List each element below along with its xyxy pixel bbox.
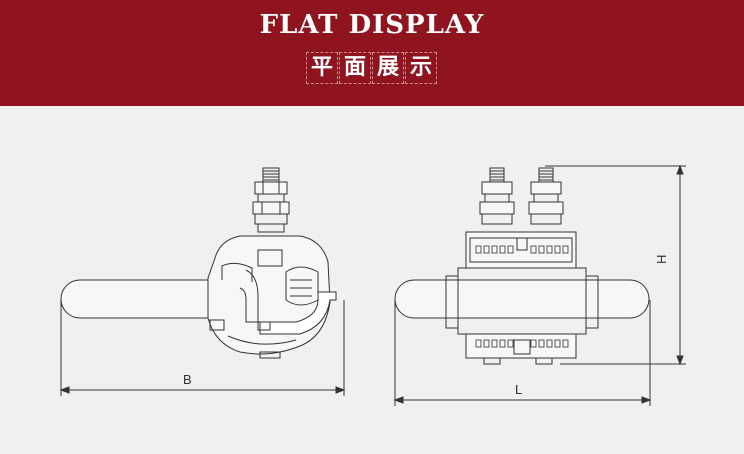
side-view-connector <box>60 167 337 359</box>
subtitle-char-1: 平 <box>306 52 338 84</box>
page-title: FLAT DISPLAY <box>259 10 485 40</box>
dimension-b <box>59 300 346 396</box>
subtitle-char-4: 示 <box>405 52 437 84</box>
dimension-h <box>545 164 686 366</box>
technical-drawing: B <box>59 164 686 406</box>
header-banner: FLAT DISPLAY 平 面 展 示 <box>0 0 744 106</box>
subtitle-char-3: 展 <box>372 52 404 84</box>
dimension-l <box>393 300 652 406</box>
subtitle-char-2: 面 <box>339 52 371 84</box>
front-view-connector <box>394 167 650 365</box>
page-subtitle: 平 面 展 示 <box>306 52 438 84</box>
dimension-b-label: B <box>183 372 192 387</box>
dimension-l-label: L <box>515 382 522 397</box>
dimension-h-label: H <box>654 255 669 264</box>
